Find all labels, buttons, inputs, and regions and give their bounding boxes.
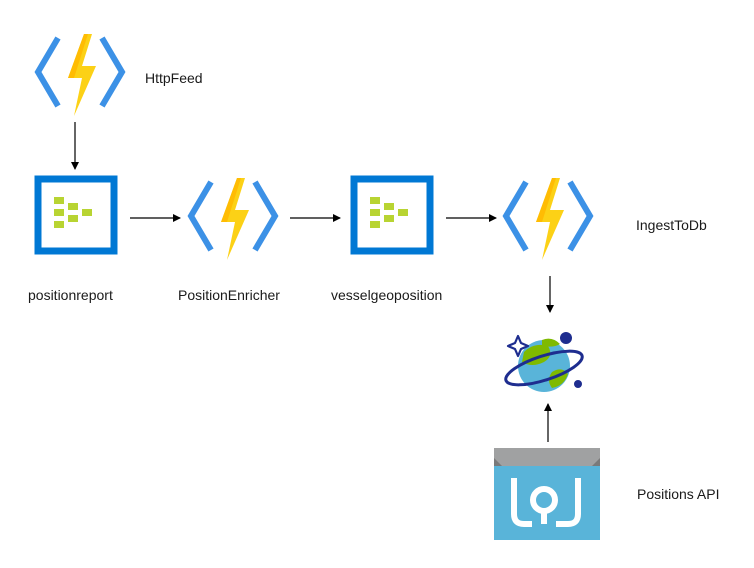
azure-function-icon <box>38 34 122 116</box>
vessel-geo-position-node <box>354 176 430 255</box>
cosmos-db-icon <box>504 332 584 392</box>
http-feed-node <box>38 34 122 116</box>
position-enricher-node <box>191 178 275 260</box>
positions-api-label: Positions API <box>637 486 720 502</box>
api-management-icon <box>494 448 600 540</box>
position-enricher-label: PositionEnricher <box>178 287 280 303</box>
event-hub-icon <box>354 176 430 255</box>
vessel-geo-position-label: vesselgeoposition <box>331 287 443 303</box>
azure-function-icon <box>506 178 590 260</box>
position-report-node <box>38 176 114 255</box>
azure-function-icon <box>191 178 275 260</box>
event-hub-icon <box>38 176 114 255</box>
positions-api-node <box>494 448 600 540</box>
ingest-to-db-node <box>506 178 590 260</box>
cosmos-db-node <box>504 332 584 392</box>
position-report-label: positionreport <box>28 287 113 303</box>
http-feed-label: HttpFeed <box>145 70 203 86</box>
ingest-to-db-label: IngestToDb <box>636 217 707 233</box>
